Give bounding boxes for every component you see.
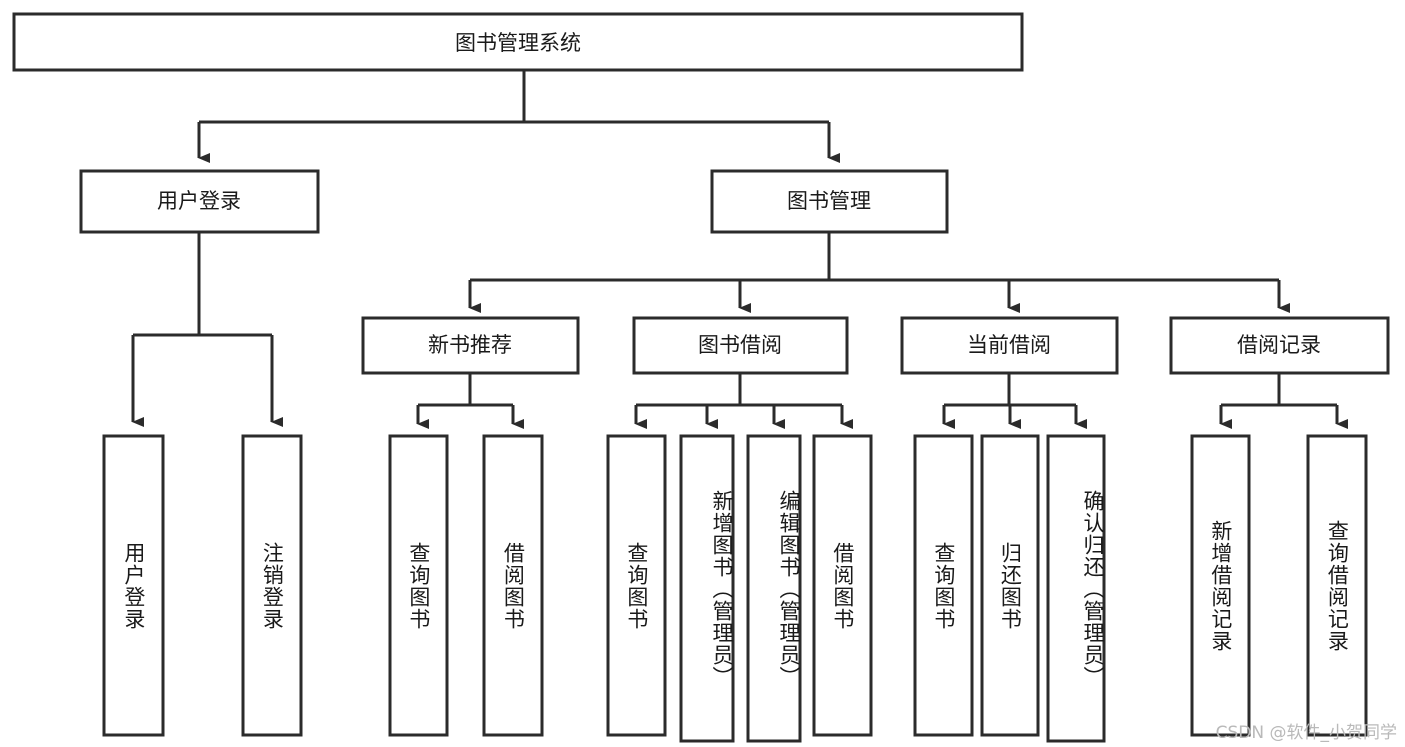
node-book-manage-label: 图书管理 <box>787 189 871 213</box>
connector-root-to-level1 <box>197 70 840 163</box>
node-book-borrow-label: 图书借阅 <box>698 333 782 357</box>
node-root[interactable]: 图书管理系统 <box>12 12 1024 72</box>
connector-bookborrow-to-leaves <box>634 373 853 429</box>
node-leaf-add-book[interactable] <box>679 434 735 743</box>
node-new-book-rec-label: 新书推荐 <box>428 333 512 357</box>
connector-borrowrecord-to-leaves <box>1219 373 1348 429</box>
csdn-watermark: CSDN @软件_小贺同学 <box>1215 723 1397 743</box>
connector-bookmanage-to-level2 <box>468 232 1290 313</box>
node-borrow-record[interactable]: 借阅记录 <box>1169 316 1390 375</box>
node-current-borrow[interactable]: 当前借阅 <box>900 316 1119 375</box>
node-leaf-return-book[interactable] <box>980 434 1040 737</box>
node-new-book-rec[interactable]: 新书推荐 <box>361 316 580 375</box>
node-user-login[interactable]: 用户登录 <box>79 169 320 234</box>
node-leaf-edit-book[interactable] <box>746 434 802 743</box>
node-leaf-borrow-book-1[interactable] <box>482 434 544 737</box>
node-leaf-confirm-return[interactable] <box>1046 434 1106 743</box>
node-leaf-query-book-2[interactable] <box>606 434 667 737</box>
node-leaf-query-record[interactable] <box>1306 434 1368 737</box>
node-book-manage[interactable]: 图书管理 <box>710 169 949 234</box>
node-current-borrow-label: 当前借阅 <box>967 333 1051 357</box>
node-book-borrow[interactable]: 图书借阅 <box>632 316 849 375</box>
connector-userlogin-to-leaves <box>131 232 283 427</box>
node-leaf-query-book-3[interactable] <box>913 434 974 737</box>
node-leaf-borrow-book-2[interactable] <box>812 434 873 737</box>
node-leaf-query-book-1[interactable] <box>388 434 449 737</box>
node-leaf-user-login[interactable] <box>102 434 165 737</box>
node-leaf-add-record[interactable] <box>1190 434 1251 737</box>
node-root-label: 图书管理系统 <box>455 31 581 55</box>
connector-currentborrow-to-leaves <box>942 373 1087 429</box>
node-borrow-record-label: 借阅记录 <box>1237 333 1321 357</box>
node-user-login-label: 用户登录 <box>157 189 241 213</box>
connector-newbookrec-to-leaves <box>416 373 524 429</box>
node-leaf-logout-login[interactable] <box>241 434 303 737</box>
